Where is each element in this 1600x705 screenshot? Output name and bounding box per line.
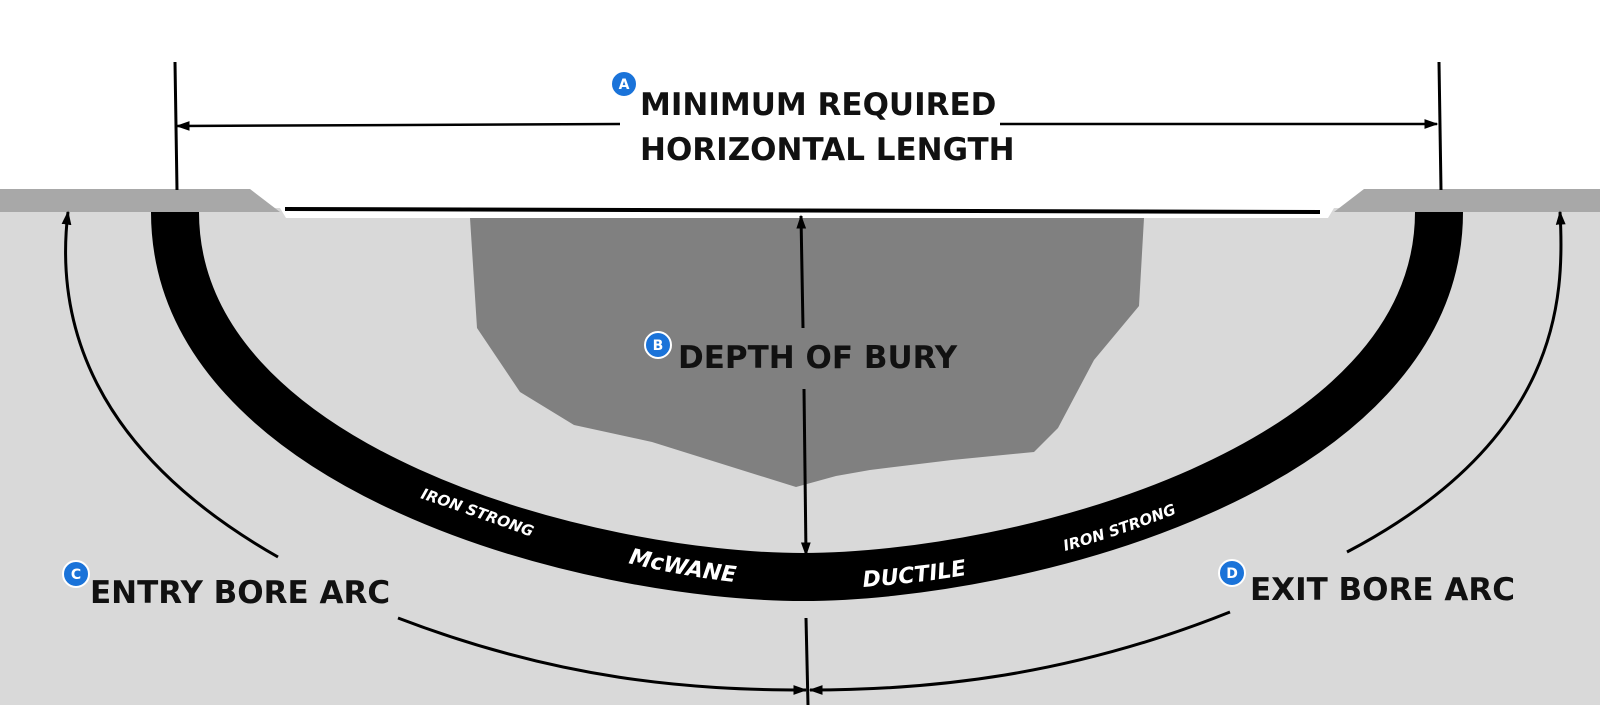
entry-bottom-arrow [397,616,808,695]
svg-text:A: A [619,77,630,93]
svg-text:B: B [653,338,664,354]
badge-b: B [644,331,672,359]
label-exit-bore-arc: EXIT BORE ARC [1250,572,1515,608]
badge-c: C [62,560,90,588]
extension-line-left [173,61,179,191]
exit-bottom-arrow [808,610,1231,695]
depth-arrow-up [796,214,807,329]
ductile-iron-pipe [151,211,1463,602]
svg-text:C: C [71,567,81,583]
ground-surface-left [0,189,280,212]
surface-trench-line [284,207,1321,214]
depth-arrow-down [800,388,811,557]
badge-a: A [610,70,638,98]
ground-surface-right [1334,189,1600,212]
label-length-line2: HORIZONTAL LENGTH [640,132,1015,168]
svg-text:D: D [1226,566,1238,582]
length-label-bg [622,80,1000,172]
extension-line-right [1437,61,1443,191]
label-length-line1: MINIMUM REQUIRED [640,87,996,123]
label-depth-of-bury: DEPTH OF BURY [678,340,958,376]
exit-arc-arrow [1346,210,1566,554]
obstacle-crossing [470,218,1144,487]
badge-d: D [1218,559,1246,587]
entry-arc-arrow [61,210,279,559]
label-entry-bore-arc: ENTRY BORE ARC [90,575,390,611]
length-arrow-left [175,121,621,131]
center-reference-line [804,617,810,705]
